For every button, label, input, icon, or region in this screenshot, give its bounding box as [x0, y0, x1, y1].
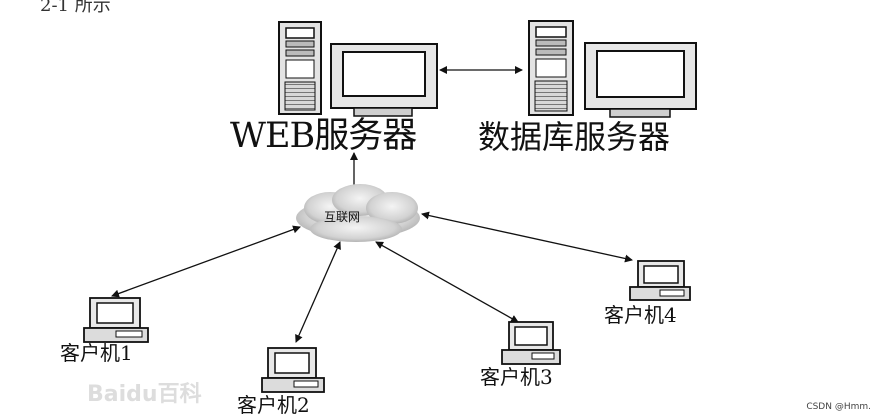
link-internet-client4	[421, 211, 633, 263]
client3-label: 客户机3	[480, 365, 553, 389]
db-server-tower	[528, 20, 574, 116]
db-server-label: 数据库服务器	[478, 118, 671, 156]
client1-label: 客户机1	[60, 341, 133, 365]
client2-computer-icon	[261, 347, 325, 393]
baidu-watermark: Baidu百科	[87, 382, 202, 407]
client1-computer-icon	[83, 297, 149, 343]
cropped-caption-text: 2-1 所示	[40, 0, 111, 16]
internet-label: 互联网	[324, 210, 361, 224]
web-server-label: WEB服务器	[230, 116, 417, 156]
web-server-monitor	[330, 43, 438, 117]
link-internet-client3	[375, 241, 519, 323]
link-internet-client1	[111, 225, 301, 298]
client4-label: 客户机4	[604, 303, 677, 327]
csdn-credit: CSDN @Hmm.	[806, 402, 871, 412]
link-internet-client2	[295, 241, 341, 343]
client4-computer-icon	[629, 260, 691, 301]
internet-cloud-icon	[296, 184, 420, 242]
client3-computer-icon	[501, 321, 561, 365]
client2-label: 客户机2	[237, 393, 310, 417]
db-server-monitor	[584, 42, 697, 118]
web-server-tower	[278, 21, 322, 115]
